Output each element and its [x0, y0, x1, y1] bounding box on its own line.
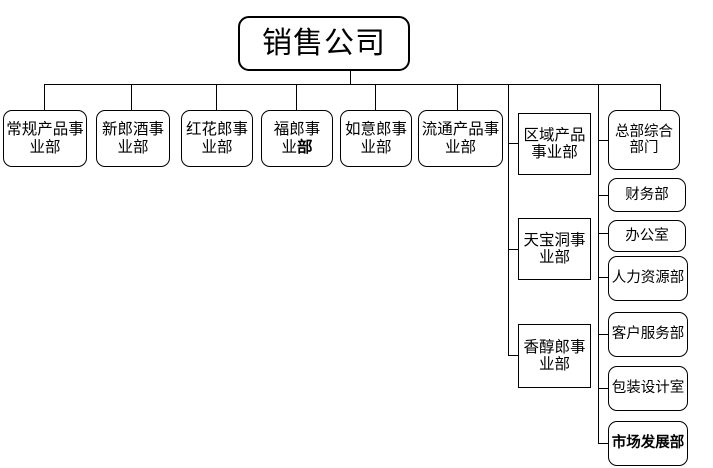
node-hq-department-6[interactable]: 市场发展部: [608, 421, 688, 466]
connector-stub-regional-3: [508, 355, 519, 357]
node-hq-department-3-label: 人力资源部: [611, 270, 685, 287]
connector-stub-hq-6: [598, 443, 608, 445]
node-hq-department-2[interactable]: 办公室: [608, 220, 686, 252]
node-hq-department-6-label: 市场发展部: [611, 435, 685, 452]
connector-stub-hq-1: [598, 195, 608, 197]
connector-stub-regional-1: [508, 143, 519, 145]
node-hq-general-label: 总部综合部门: [615, 123, 673, 156]
node-regional-2[interactable]: 天宝洞事业部: [518, 218, 591, 280]
node-division-4[interactable]: 福郎事业部: [261, 110, 333, 167]
node-root-sales-company[interactable]: 销售公司: [238, 16, 410, 71]
connector-root-stem: [350, 71, 352, 85]
node-hq-department-4-label: 客户服务部: [611, 326, 685, 343]
node-regional-1[interactable]: 区域产品事业部: [518, 113, 591, 175]
connector-stub-hq-0: [598, 140, 608, 142]
node-hq-department-4[interactable]: 客户服务部: [608, 312, 688, 357]
node-regional-2-label: 天宝洞事业部: [523, 230, 586, 266]
connector-drop-division-4: [296, 84, 298, 110]
node-hq-general[interactable]: 总部综合部门: [608, 110, 680, 170]
connector-stub-hq-4: [598, 334, 608, 336]
node-division-1[interactable]: 常规产品事业部: [3, 110, 87, 167]
connector-drop-division-5: [375, 84, 377, 110]
node-regional-3[interactable]: 香醇郎事业部: [518, 324, 591, 388]
connector-stub-hq-5: [598, 388, 608, 390]
node-division-2[interactable]: 新郎酒事业部: [96, 110, 170, 167]
connector-hq-spine: [598, 84, 600, 443]
node-hq-department-2-label: 办公室: [625, 227, 669, 244]
node-division-3[interactable]: 红花郎事业部: [181, 110, 253, 167]
connector-stub-regional-2: [508, 249, 519, 251]
node-regional-1-label: 区域产品事业部: [523, 125, 586, 161]
connector-drop-division-2: [131, 84, 133, 110]
connector-drop-division-6: [457, 84, 459, 110]
node-regional-3-label: 香醇郎事业部: [523, 337, 586, 373]
node-division-6-label: 流通产品事业部: [421, 120, 500, 156]
node-hq-department-3[interactable]: 人力资源部: [608, 256, 688, 301]
connector-regional-spine: [508, 84, 510, 356]
connector-drop-hq-head: [660, 84, 662, 110]
connector-stub-hq-3: [598, 277, 608, 279]
connector-drop-division-3: [216, 84, 218, 110]
node-division-2-label: 新郎酒事业部: [101, 120, 164, 156]
connector-drop-division-1: [44, 84, 46, 110]
node-hq-department-1[interactable]: 财务部: [608, 178, 686, 212]
connector-stub-hq-2: [598, 233, 608, 235]
connector-main-bus: [44, 84, 661, 86]
node-hq-department-5[interactable]: 包装设计室: [608, 366, 688, 411]
node-hq-department-5-label: 包装设计室: [611, 380, 685, 397]
node-division-5[interactable]: 如意郎事业部: [340, 110, 412, 167]
node-root-label: 销售公司: [262, 25, 386, 61]
node-division-6[interactable]: 流通产品事业部: [418, 110, 503, 167]
node-division-4-label: 福郎事业部: [273, 120, 321, 156]
node-hq-department-1-label: 财务部: [625, 186, 669, 203]
node-division-5-label: 如意郎事业部: [344, 120, 407, 156]
node-division-3-label: 红花郎事业部: [185, 120, 248, 156]
node-division-1-label: 常规产品事业部: [6, 120, 84, 156]
